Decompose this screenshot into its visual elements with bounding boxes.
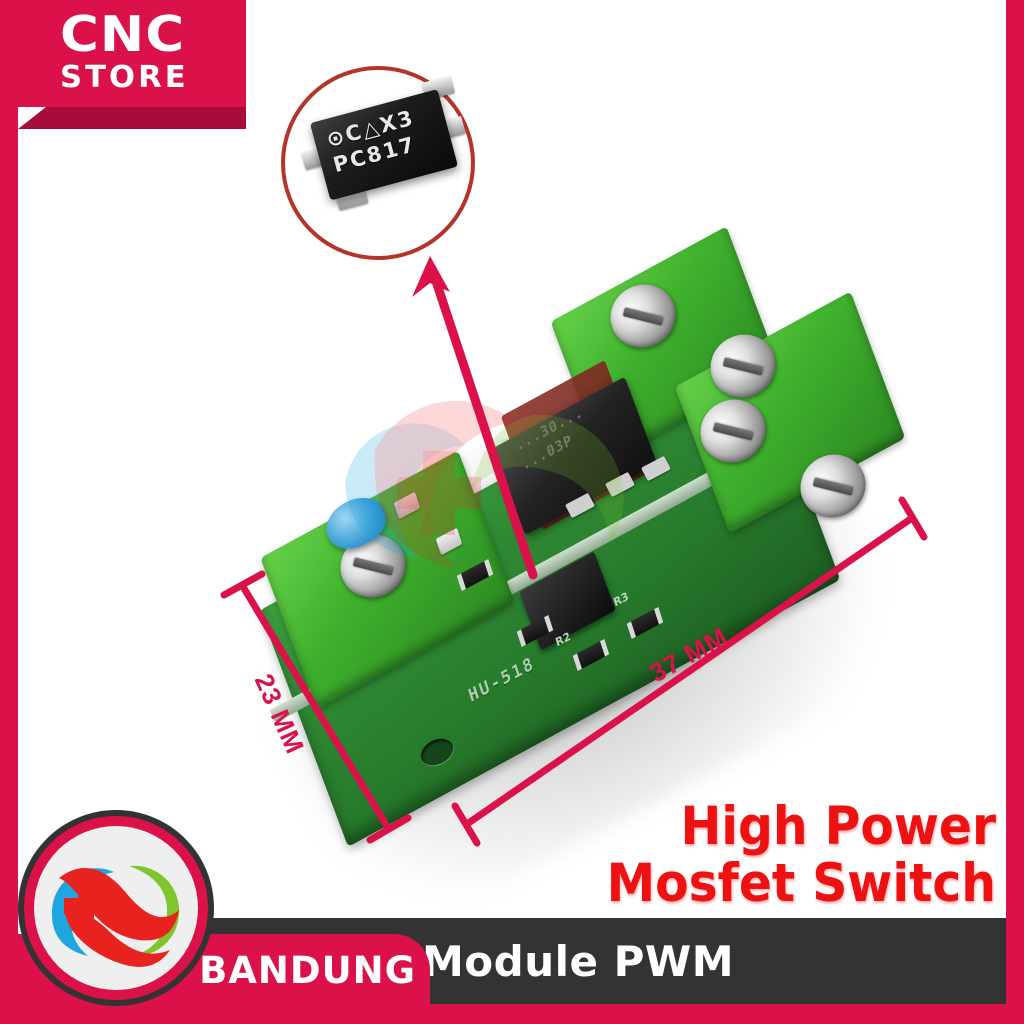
frame-right-strip [1006, 0, 1024, 1024]
emblem-artwork [51, 865, 180, 967]
brand-name-line-2: STORE [60, 60, 189, 95]
frame-bottom-strip [0, 1004, 1024, 1024]
brand-ribbon-logo: CNC STORE [60, 10, 240, 100]
emblem-blue-leaf [51, 868, 114, 956]
brand-ribbon [0, 0, 246, 107]
location-tag-label: BANDUNG [199, 948, 416, 992]
product-headline: High Power Mosfet Switch [456, 796, 996, 915]
caption-label: Module PWM [421, 936, 735, 986]
emblem-red-cross [64, 884, 108, 928]
brand-emblem [18, 810, 214, 1006]
headline-line-2: Mosfet Switch [606, 853, 996, 915]
brand-name-line-1: CNC [60, 6, 186, 63]
product-photo: HU-518 ...30... ...03P R2 R3 [197, 215, 955, 948]
ribbon-fold [18, 107, 246, 129]
frame-left-strip [0, 0, 18, 1024]
headline-line-1: High Power [680, 796, 996, 857]
emblem-face [34, 826, 198, 990]
